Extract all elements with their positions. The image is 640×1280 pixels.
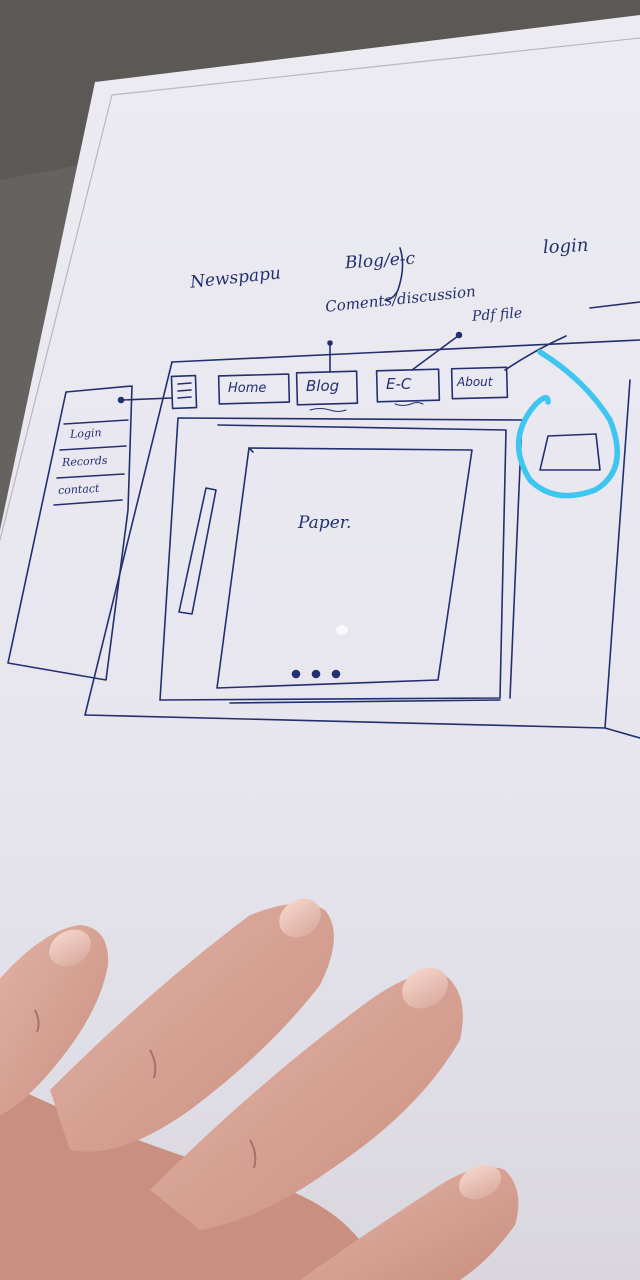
content-frame-inner xyxy=(159,424,507,701)
login-box xyxy=(589,301,640,309)
widget-box xyxy=(539,433,601,471)
nav-blog-box xyxy=(295,370,359,406)
nav-home[interactable]: Home xyxy=(228,381,267,396)
sidebar-divider-1 xyxy=(63,419,129,425)
pagination-dot-2 xyxy=(311,669,321,679)
note-login: login xyxy=(542,234,589,259)
hand xyxy=(0,898,519,1280)
sidebar-divider-3 xyxy=(56,473,125,479)
notebook-page xyxy=(0,15,640,1280)
scrollbar xyxy=(178,487,217,615)
browser-frame-right xyxy=(604,379,631,729)
nav-about[interactable]: About xyxy=(457,375,493,389)
browser-frame xyxy=(171,339,640,363)
pagination-dot-3 xyxy=(331,669,341,679)
menu-connector xyxy=(121,397,173,401)
page-margin-line xyxy=(111,37,640,96)
sidebar-panel xyxy=(7,385,133,681)
content-frame-right xyxy=(509,419,523,699)
sidebar-item-contact[interactable]: contact xyxy=(57,481,100,498)
paper-card xyxy=(216,447,473,689)
nav-home-box xyxy=(217,373,291,405)
nav-about-box xyxy=(450,366,509,400)
nav-ec[interactable]: E-C xyxy=(386,375,412,393)
nav-ec-box xyxy=(375,368,441,403)
sidebar-item-login[interactable]: Login xyxy=(69,426,102,441)
menu-icon-box xyxy=(170,374,198,410)
ink-sketch xyxy=(7,247,640,739)
pagination-dot-1 xyxy=(291,669,301,679)
pdf-annotation-line xyxy=(411,335,459,371)
browser-frame-left xyxy=(84,361,173,716)
note-blog-ec: Blog/e-c xyxy=(344,248,416,274)
note-pdf-file: Pdf file xyxy=(471,305,523,325)
sidebar-divider-4 xyxy=(53,499,123,506)
blog-ec-underline xyxy=(384,247,404,301)
highlight-loop xyxy=(516,349,620,499)
paper-label: Paper. xyxy=(298,513,352,533)
content-frame xyxy=(159,417,523,701)
about-annotation-line xyxy=(504,335,567,371)
sidebar-divider-2 xyxy=(59,445,127,451)
content-bottom-line xyxy=(229,699,501,704)
sidebar-item-records[interactable]: Records xyxy=(61,453,108,470)
page-margin-line-left xyxy=(0,94,113,541)
nav-blog[interactable]: Blog xyxy=(306,377,340,395)
